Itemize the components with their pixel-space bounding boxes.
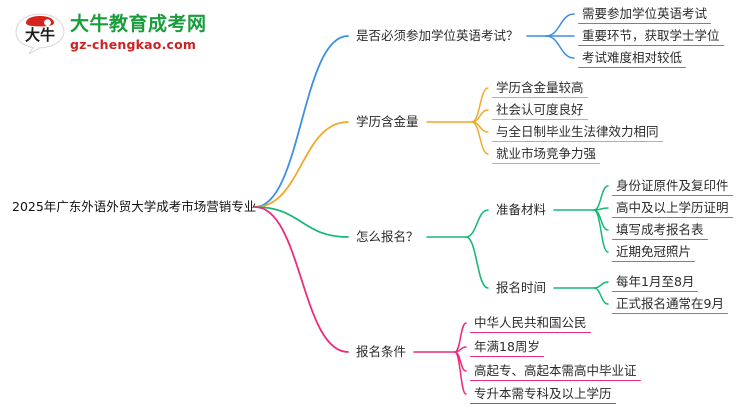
mindmap-leaf-node[interactable]: 填写成考报名表 bbox=[616, 222, 704, 237]
node-underline bbox=[578, 67, 686, 69]
mindmap-leaf-node[interactable]: 社会认可度良好 bbox=[496, 102, 584, 117]
logo-site-name: 大牛教育成考网 bbox=[70, 13, 207, 35]
mindmap-leaf-node[interactable]: 学历含金量较高 bbox=[496, 80, 584, 95]
node-underline bbox=[470, 403, 616, 405]
mindmap-leaf-node[interactable]: 正式报名通常在9月 bbox=[616, 296, 724, 311]
node-underline bbox=[612, 195, 733, 197]
mindmap-subbranch-node[interactable]: 准备材料 bbox=[496, 202, 547, 217]
site-logo: 大牛 大牛教育成考网 gz-chengkao.com bbox=[14, 10, 229, 58]
mindmap-leaf-node[interactable]: 近期免冠照片 bbox=[616, 244, 692, 259]
node-underline bbox=[470, 356, 544, 358]
mindmap-leaf-node[interactable]: 考试难度相对较低 bbox=[582, 50, 683, 65]
node-underline bbox=[470, 380, 641, 382]
mindmap-branch-node[interactable]: 是否必须参加学位英语考试？ bbox=[356, 28, 519, 43]
mindmap-root-node[interactable]: 2025年广东外语外贸大学成考市场营销专业 bbox=[12, 199, 257, 214]
mindmap-leaf-node[interactable]: 高中及以上学历证明 bbox=[616, 200, 729, 215]
node-underline bbox=[612, 313, 728, 315]
mindmap-leaf-node[interactable]: 中华人民共和国公民 bbox=[474, 315, 587, 330]
node-underline bbox=[492, 141, 663, 143]
svg-text:大牛: 大牛 bbox=[25, 26, 55, 44]
node-underline bbox=[612, 239, 708, 241]
node-underline bbox=[578, 45, 724, 47]
node-underline bbox=[578, 23, 711, 25]
mindmap-leaf-node[interactable]: 高起专、高起本需高中毕业证 bbox=[474, 363, 637, 378]
node-underline bbox=[492, 163, 600, 165]
mindmap-subbranch-node[interactable]: 报名时间 bbox=[496, 280, 547, 295]
node-underline bbox=[612, 217, 733, 219]
mindmap-leaf-node[interactable]: 身份证原件及复印件 bbox=[616, 178, 729, 193]
mindmap-leaf-node[interactable]: 年满18周岁 bbox=[474, 339, 540, 354]
mindmap-leaf-node[interactable]: 每年1月至8月 bbox=[616, 274, 695, 289]
logo-mark-icon: 大牛 bbox=[15, 13, 65, 55]
node-underline bbox=[470, 332, 591, 334]
logo-text-block: 大牛教育成考网 gz-chengkao.com bbox=[70, 13, 207, 53]
node-underline bbox=[492, 119, 588, 121]
node-underline bbox=[612, 291, 698, 293]
mindmap-branch-node[interactable]: 报名条件 bbox=[356, 344, 407, 359]
mindmap-leaf-node[interactable]: 重要环节，获取学士学位 bbox=[582, 28, 720, 43]
mindmap-leaf-node[interactable]: 就业市场竞争力强 bbox=[496, 146, 597, 161]
mindmap-branch-node[interactable]: 怎么报名？ bbox=[356, 229, 419, 244]
mindmap-leaf-node[interactable]: 与全日制毕业生法律效力相同 bbox=[496, 124, 659, 139]
node-underline bbox=[492, 97, 588, 99]
mindmap-branch-node[interactable]: 学历含金量 bbox=[356, 114, 419, 129]
node-underline bbox=[612, 261, 695, 263]
mindmap-leaf-node[interactable]: 需要参加学位英语考试 bbox=[582, 6, 708, 21]
mindmap-leaf-node[interactable]: 专升本需专科及以上学历 bbox=[474, 386, 612, 401]
logo-site-url: gz-chengkao.com bbox=[70, 37, 197, 52]
